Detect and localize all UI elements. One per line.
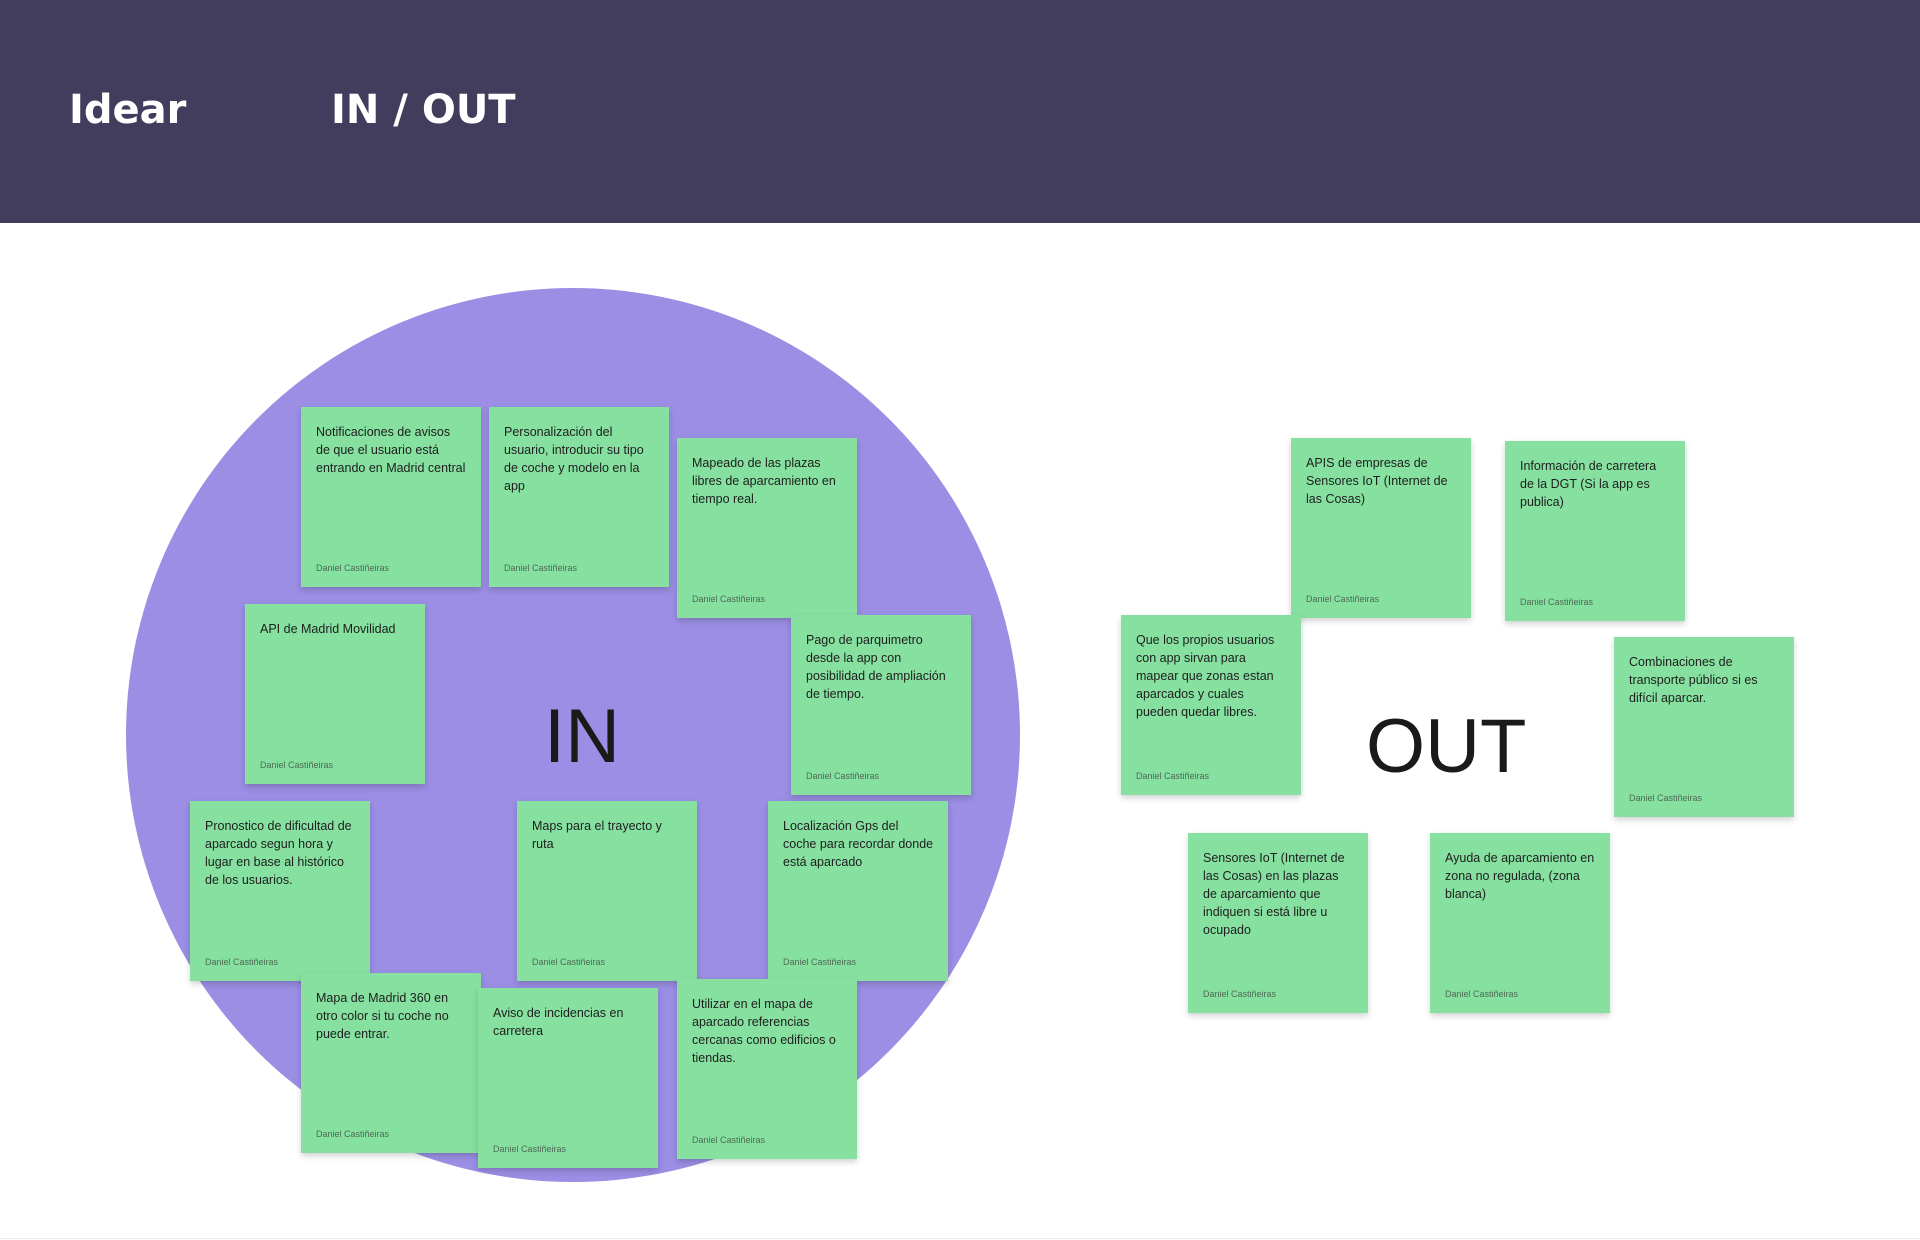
note-author: Daniel Castiñeiras	[260, 760, 334, 770]
note-text: Utilizar en el mapa de aparcado referenc…	[692, 997, 836, 1065]
note-author: Daniel Castiñeiras	[692, 594, 766, 604]
note-text: Mapa de Madrid 360 en otro color si tu c…	[316, 991, 449, 1041]
sticky-note-out[interactable]: Información de carretera de la DGT (Si l…	[1505, 441, 1685, 621]
sticky-note-out[interactable]: Ayuda de aparcamiento en zona no regulad…	[1430, 833, 1610, 1013]
sticky-note-in[interactable]: Personalización del usuario, introducir …	[489, 407, 669, 587]
note-text: Sensores IoT (Internet de las Cosas) en …	[1203, 851, 1345, 937]
note-text: Combinaciones de transporte público si e…	[1629, 655, 1758, 705]
note-text: Mapeado de las plazas libres de aparcami…	[692, 456, 836, 506]
sticky-note-in[interactable]: Localización Gps del coche para recordar…	[768, 801, 948, 981]
note-author: Daniel Castiñeiras	[1203, 989, 1277, 999]
note-text: Pago de parquimetro desde la app con pos…	[806, 633, 946, 701]
note-text: Personalización del usuario, introducir …	[504, 425, 644, 493]
sticky-note-in[interactable]: Mapeado de las plazas libres de aparcami…	[677, 438, 857, 618]
note-text: Aviso de incidencias en carretera	[493, 1006, 624, 1038]
note-author: Daniel Castiñeiras	[783, 957, 857, 967]
note-text: Que los propios usuarios con app sirvan …	[1136, 633, 1275, 719]
note-text: APIS de empresas de Sensores IoT (Intern…	[1306, 456, 1448, 506]
sticky-note-in[interactable]: Mapa de Madrid 360 en otro color si tu c…	[301, 973, 481, 1153]
sticky-note-out[interactable]: Sensores IoT (Internet de las Cosas) en …	[1188, 833, 1368, 1013]
sticky-note-in[interactable]: Aviso de incidencias en carretera Daniel…	[478, 988, 658, 1168]
note-text: Información de carretera de la DGT (Si l…	[1520, 459, 1657, 509]
note-author: Daniel Castiñeiras	[205, 957, 279, 967]
section-title: Idear	[69, 87, 187, 133]
note-author: Daniel Castiñeiras	[504, 563, 578, 573]
sticky-note-in[interactable]: Utilizar en el mapa de aparcado referenc…	[677, 979, 857, 1159]
note-text: Notificaciones de avisos de que el usuar…	[316, 425, 466, 475]
sticky-note-in[interactable]: API de Madrid Movilidad Daniel Castiñeir…	[245, 604, 425, 784]
note-text: Pronostico de dificultad de aparcado seg…	[205, 819, 352, 887]
note-author: Daniel Castiñeiras	[1445, 989, 1519, 999]
sticky-note-in[interactable]: Pago de parquimetro desde la app con pos…	[791, 615, 971, 795]
note-author: Daniel Castiñeiras	[532, 957, 606, 967]
note-author: Daniel Castiñeiras	[1629, 793, 1703, 803]
note-author: Daniel Castiñeiras	[692, 1135, 766, 1145]
header-bar: Idear IN / OUT	[0, 0, 1920, 223]
note-author: Daniel Castiñeiras	[1306, 594, 1380, 604]
sticky-note-out[interactable]: APIS de empresas de Sensores IoT (Intern…	[1291, 438, 1471, 618]
note-text: Maps para el trayecto y ruta	[532, 819, 662, 851]
sticky-note-out[interactable]: Que los propios usuarios con app sirvan …	[1121, 615, 1301, 795]
sticky-note-in[interactable]: Maps para el trayecto y ruta Daniel Cast…	[517, 801, 697, 981]
out-label: OUT	[1366, 704, 1527, 789]
note-author: Daniel Castiñeiras	[806, 771, 880, 781]
note-author: Daniel Castiñeiras	[1136, 771, 1210, 781]
in-label: IN	[544, 694, 620, 779]
note-text: Ayuda de aparcamiento en zona no regulad…	[1445, 851, 1595, 901]
note-text: API de Madrid Movilidad	[260, 622, 396, 636]
sticky-note-in[interactable]: Pronostico de dificultad de aparcado seg…	[190, 801, 370, 981]
note-author: Daniel Castiñeiras	[1520, 597, 1594, 607]
note-author: Daniel Castiñeiras	[316, 563, 390, 573]
note-author: Daniel Castiñeiras	[493, 1144, 567, 1154]
sticky-note-in[interactable]: Notificaciones de avisos de que el usuar…	[301, 407, 481, 587]
canvas-divider	[0, 1238, 1920, 1239]
note-author: Daniel Castiñeiras	[316, 1129, 390, 1139]
note-text: Localización Gps del coche para recordar…	[783, 819, 934, 869]
sticky-note-out[interactable]: Combinaciones de transporte público si e…	[1614, 637, 1794, 817]
board-title: IN / OUT	[331, 87, 516, 133]
